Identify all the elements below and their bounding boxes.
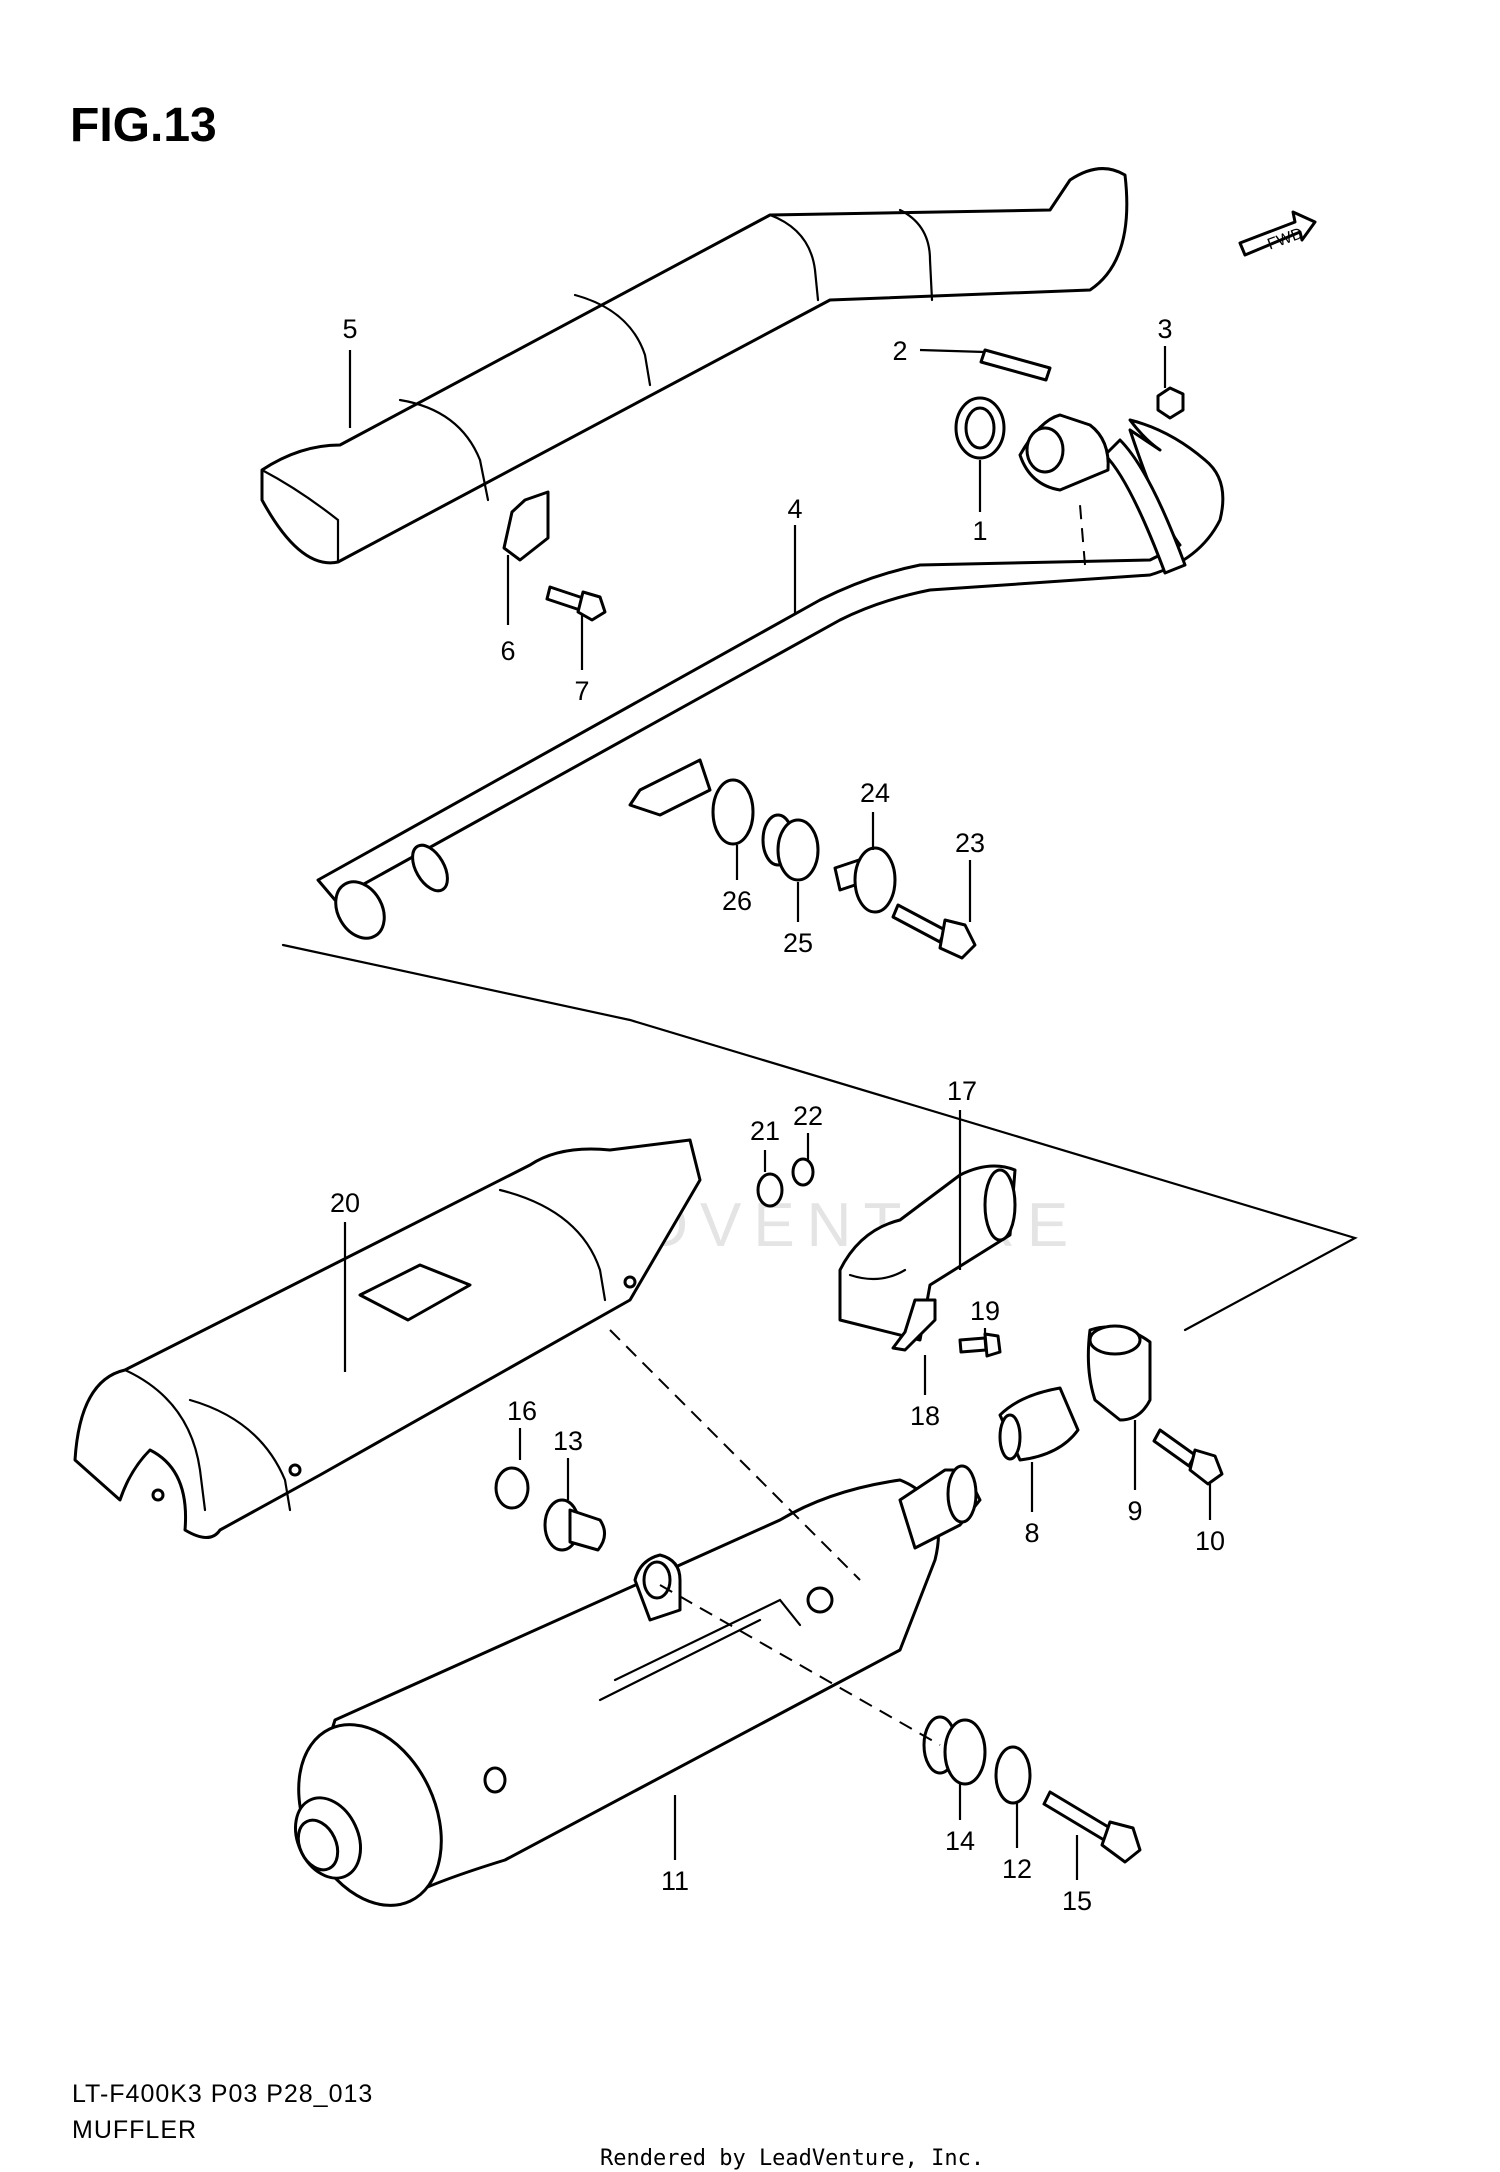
model-code: LT-F400K3 P03 P28_013	[72, 2080, 374, 2108]
part-11-muffler	[294, 1464, 982, 1907]
part-13-collar	[543, 1498, 606, 1552]
part-18-clamp	[891, 1298, 937, 1352]
part-12-washer	[994, 1745, 1032, 1805]
callout-6: 6	[500, 636, 515, 666]
part-21-grommet	[756, 1172, 784, 1208]
callout-22: 22	[793, 1101, 823, 1131]
leader-lines	[343, 346, 1212, 1880]
callout-9: 9	[1127, 1496, 1142, 1526]
fwd-label: FWD	[1265, 225, 1305, 253]
callout-2: 2	[892, 336, 907, 366]
callout-3: 3	[1157, 314, 1172, 344]
part-6-bracket	[502, 490, 550, 562]
callout-18: 18	[910, 1401, 940, 1431]
callout-11: 11	[661, 1866, 689, 1896]
assembly-line	[1079, 504, 1086, 566]
part-24-collar	[833, 846, 897, 914]
callout-16: 16	[507, 1396, 537, 1426]
part-2-stud-bolt	[979, 348, 1052, 382]
part-7-bolt	[545, 585, 607, 622]
assembly-divider	[281, 943, 1358, 1332]
part-16-grommet	[494, 1466, 530, 1510]
part-14-grommet	[922, 1715, 987, 1786]
part-4-exhaust-pipe	[316, 418, 1225, 940]
part-15-bolt	[1042, 1790, 1142, 1864]
section-name: MUFFLER	[72, 2116, 198, 2144]
part-20-heat-shield	[73, 1138, 702, 1539]
part-9-clamp	[1086, 1324, 1152, 1422]
callout-17: 17	[947, 1076, 977, 1106]
callout-12: 12	[1002, 1854, 1032, 1884]
callout-21: 21	[750, 1116, 780, 1146]
callout-19: 19	[970, 1296, 1000, 1326]
callout-numbers: 1 2 3 4 5 6 7 8 9 10 11 12 13 14 15 16 1…	[330, 314, 1225, 1916]
callout-7: 7	[574, 676, 589, 706]
part-1-gasket	[954, 396, 1006, 460]
part-23-bolt	[891, 903, 977, 960]
part-8-sleeve	[998, 1386, 1080, 1462]
assembly-line	[659, 1584, 941, 1746]
part-10-bolt	[1152, 1428, 1224, 1486]
exhaust-flange	[1018, 413, 1110, 492]
part-19-screw	[958, 1332, 1002, 1358]
callout-23: 23	[955, 828, 985, 858]
callout-24: 24	[860, 778, 890, 808]
callout-8: 8	[1024, 1518, 1039, 1548]
callout-14: 14	[945, 1826, 975, 1856]
part-26-washer	[711, 778, 755, 846]
part-5-heat-shield	[260, 167, 1129, 565]
part-3-nut	[1156, 386, 1185, 420]
callout-15: 15	[1062, 1886, 1092, 1916]
part-22-collar	[791, 1157, 815, 1187]
callout-20: 20	[330, 1188, 360, 1218]
callout-25: 25	[783, 928, 813, 958]
figure-title: FIG.13	[70, 99, 217, 152]
fwd-arrow-icon: FWD	[1238, 210, 1317, 257]
assembly-line	[609, 1329, 861, 1581]
callout-26: 26	[722, 886, 752, 916]
footer-credit: Rendered by LeadVenture, Inc.	[600, 2146, 985, 2171]
callout-4: 4	[787, 494, 802, 524]
part-25-grommet	[761, 813, 820, 882]
callout-5: 5	[342, 314, 357, 344]
callout-10: 10	[1195, 1526, 1225, 1556]
callout-1: 1	[972, 516, 987, 546]
callout-13: 13	[553, 1426, 583, 1456]
